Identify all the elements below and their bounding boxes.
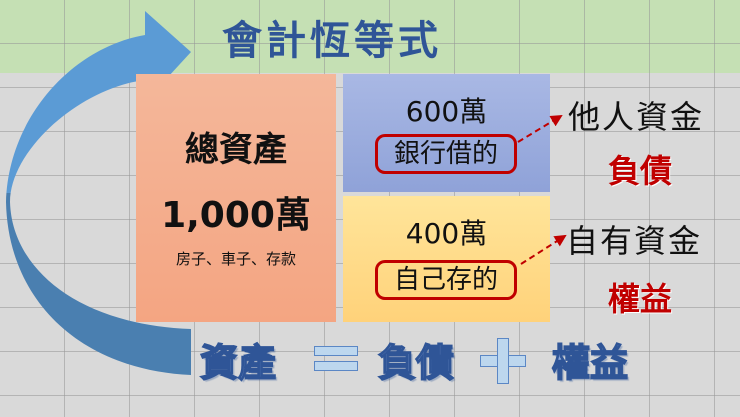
dashed-arrow-icon — [517, 114, 567, 265]
